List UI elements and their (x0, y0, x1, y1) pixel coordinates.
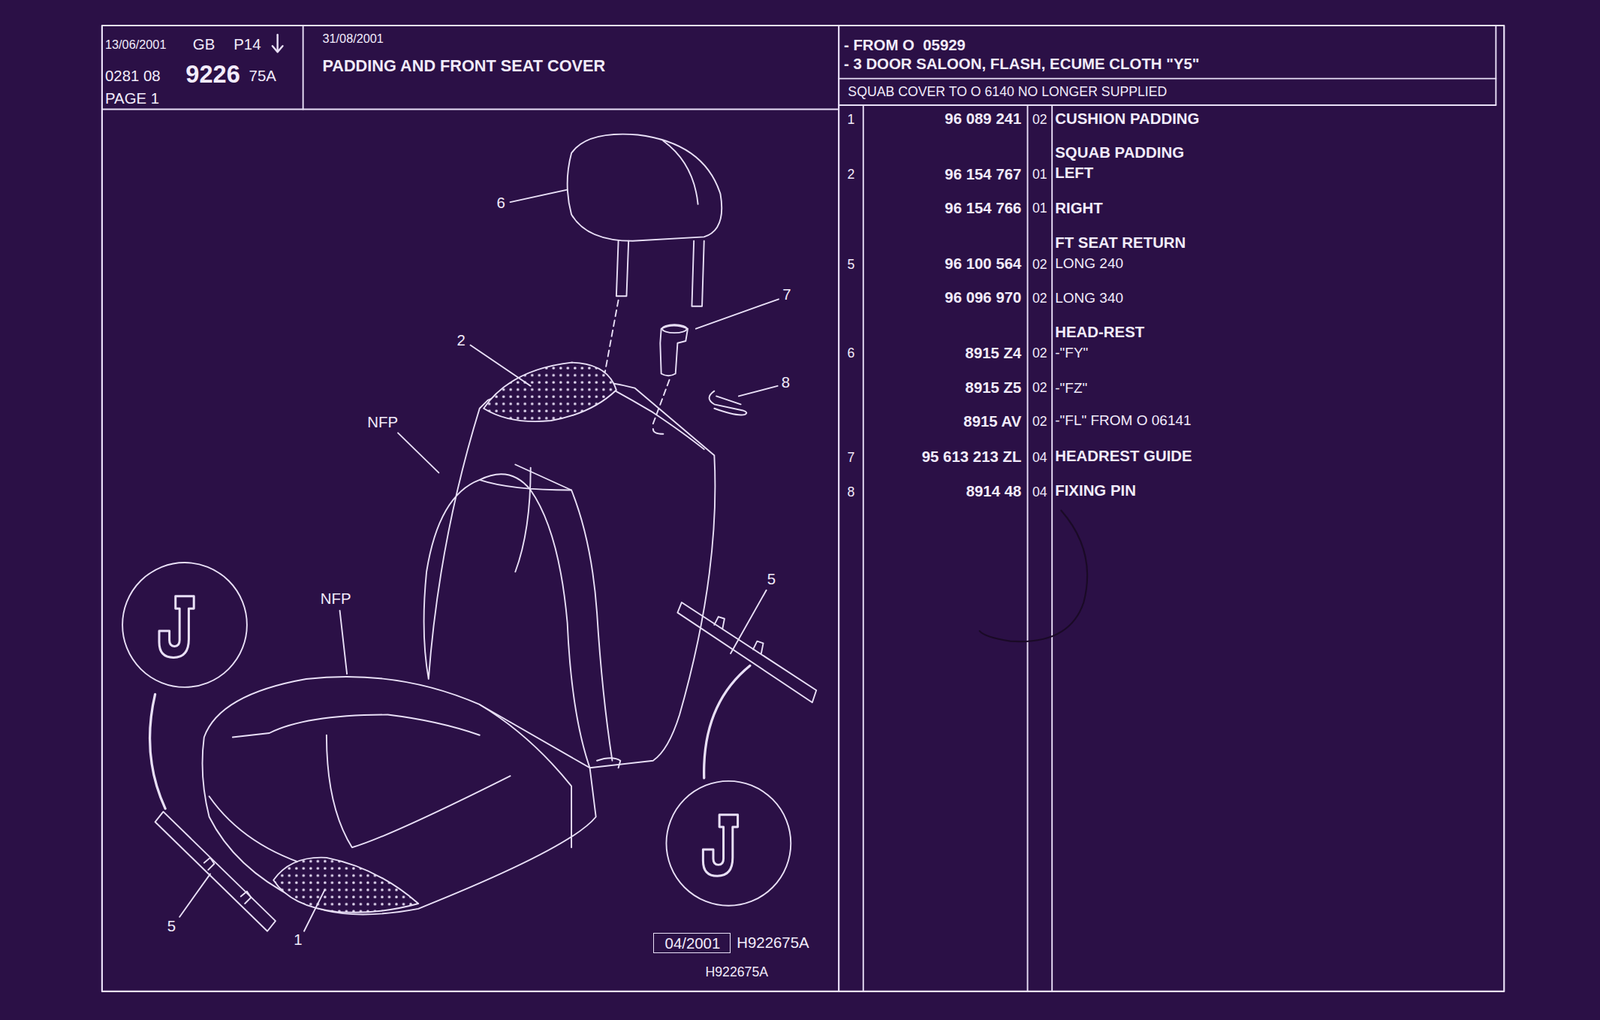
catalog-code: 0281 08 (105, 67, 161, 85)
part-description: CUSHION PADDING (1054, 110, 1200, 128)
part-number: 96 154 767 (944, 165, 1022, 184)
callout-number: 1 (293, 931, 302, 949)
quantity: 01 (1032, 166, 1048, 182)
supply-note: SQUAB COVER TO O 6140 NO LONGER SUPPLIED (847, 84, 1167, 100)
callout-number: 5 (167, 917, 176, 935)
header-cell: 31/08/2001PADDING AND FRONT SEAT COVER (303, 25, 840, 109)
plate-suffix: 75A (249, 67, 277, 85)
page-code: P14 (233, 36, 261, 54)
part-number: 8915 Z4 (965, 344, 1022, 362)
date: 13/06/2001 (105, 37, 167, 52)
part-description: LEFT (1054, 164, 1094, 182)
part-description: FT SEAT RETURN (1054, 234, 1186, 252)
applicability-note: - FROM O 05929 (843, 36, 966, 55)
quantity: 02 (1032, 345, 1048, 361)
note-cell: SQUAB COVER TO O 6140 NO LONGER SUPPLIED (838, 78, 1496, 106)
part-number: 96 100 564 (944, 255, 1022, 273)
header-cell: 13/06/2001 GB P14 0281 08 9226 75A PAGE 1 (102, 25, 304, 109)
part-description: FIXING PIN (1054, 482, 1136, 500)
row-number: 2 (847, 166, 856, 182)
part-number: 96 089 241 (944, 110, 1022, 128)
part-number: 96 096 970 (944, 289, 1022, 307)
part-description: HEAD-REST (1054, 323, 1145, 341)
part-number: 8915 Z5 (965, 379, 1022, 397)
quantity: 01 (1032, 200, 1048, 216)
quantity: 02 (1032, 379, 1048, 395)
part-variant: LONG 240 (1054, 255, 1124, 272)
drawing-reference: H922675A (736, 934, 809, 952)
callout-number: NFP (320, 590, 352, 608)
row-number: 7 (847, 449, 856, 465)
part-description: SQUAB PADDING (1054, 144, 1185, 162)
callout-number: 6 (497, 194, 506, 212)
row-number: 6 (847, 345, 856, 361)
callout-number: 2 (457, 331, 466, 350)
quantity: 02 (1032, 256, 1048, 272)
part-variant: -"FL" FROM O 06141 (1054, 412, 1191, 429)
part-number: 96 154 766 (944, 199, 1022, 217)
quantity: 04 (1032, 449, 1048, 465)
language-code: GB (192, 36, 215, 54)
header-cell: - FROM O 05929- 3 DOOR SALOON, FLASH, EC… (838, 25, 1496, 79)
part-variant: -"FZ" (1054, 379, 1088, 397)
row-number: 8 (847, 484, 856, 500)
part-description: HEADREST GUIDE (1054, 447, 1192, 465)
part-description: RIGHT (1054, 199, 1103, 217)
applicability-note: - 3 DOOR SALOON, FLASH, ECUME CLOTH "Y5" (843, 55, 1200, 73)
date: 04/2001 (665, 934, 721, 953)
page-title: PADDING AND FRONT SEAT COVER (322, 57, 606, 76)
part-variant: LONG 340 (1054, 289, 1124, 307)
part-number: 8914 48 (966, 482, 1022, 501)
page-number: PAGE 1 (105, 90, 160, 108)
part-number: 8915 AV (963, 412, 1022, 431)
quantity: 04 (1032, 484, 1048, 500)
plate-number: 9226 (185, 60, 240, 88)
quantity: 02 (1032, 413, 1048, 429)
part-variant: -"FY" (1054, 344, 1088, 362)
row-number: 5 (847, 256, 856, 272)
date: 31/08/2001 (322, 31, 384, 46)
drawing-reference: H922675A (705, 964, 769, 980)
callout-number: NFP (367, 413, 398, 431)
callout-number: 8 (781, 373, 790, 392)
date-box: 04/2001 (653, 932, 731, 953)
part-number: 95 613 213 ZL (922, 448, 1022, 466)
quantity: 02 (1032, 290, 1048, 306)
callout-number: 7 (782, 286, 791, 304)
row-number: 1 (847, 111, 856, 127)
callout-number: 5 (767, 570, 776, 588)
quantity: 02 (1032, 111, 1048, 127)
